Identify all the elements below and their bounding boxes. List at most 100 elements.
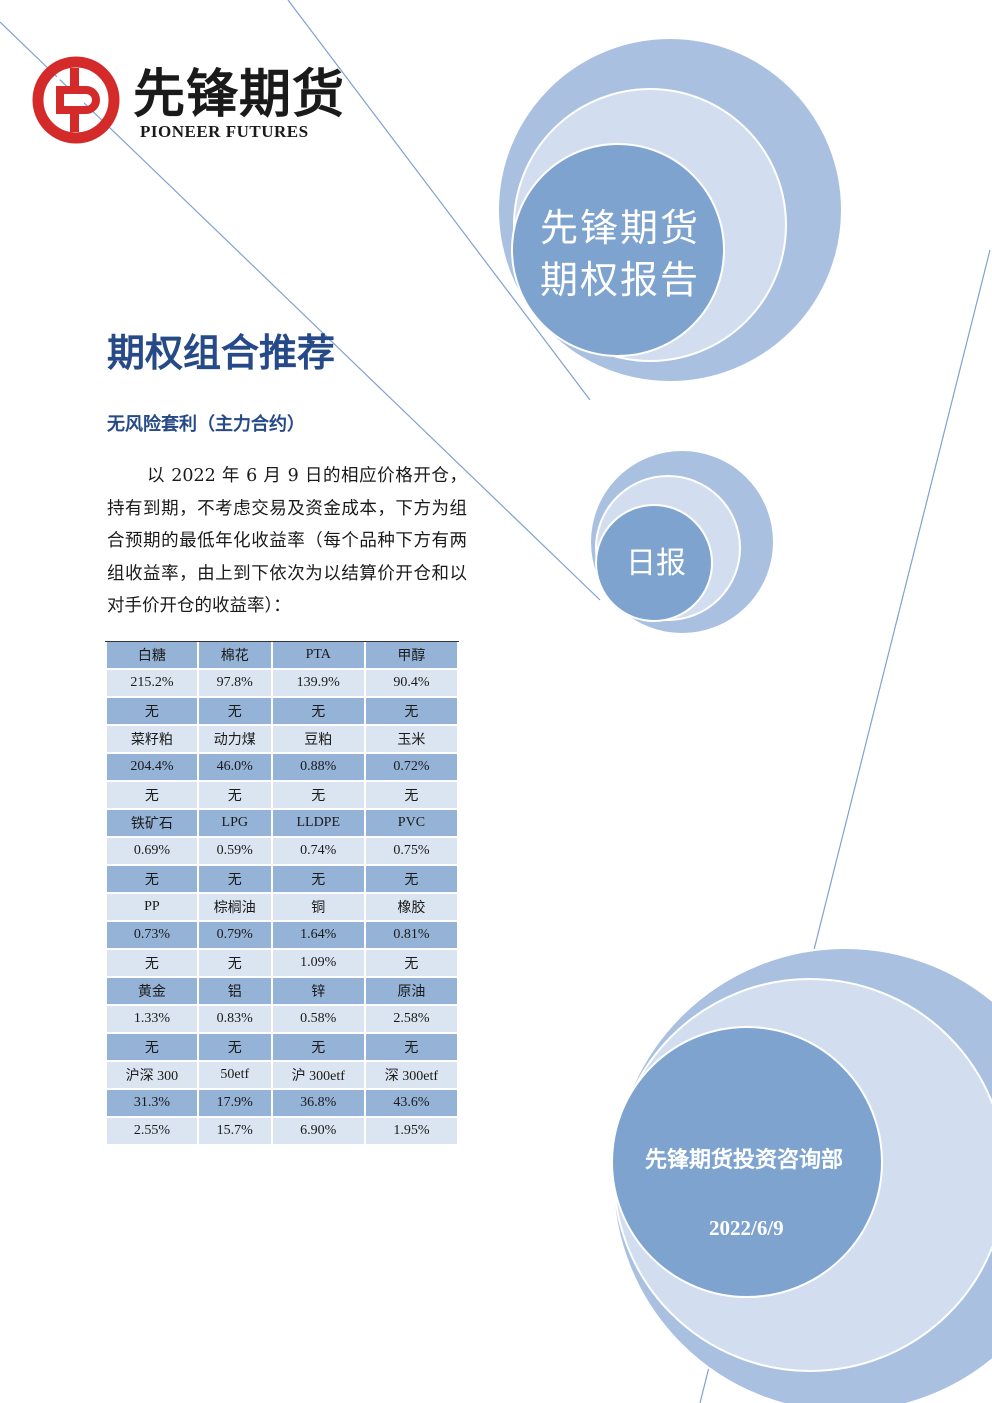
table-cell: 无 xyxy=(365,1034,457,1062)
table-cell: 沪 300etf xyxy=(272,1062,364,1090)
department-name: 先锋期货投资咨询部 xyxy=(645,1147,844,1173)
table-cell: 1.95% xyxy=(365,1118,457,1146)
table-cell: 6.90% xyxy=(272,1118,364,1146)
table-cell: 15.7% xyxy=(198,1118,271,1146)
table-cell: 0.81% xyxy=(365,922,457,950)
counterparty-return-row: 无无无无 xyxy=(107,782,457,810)
brand-name-en: PIONEER FUTURES xyxy=(140,122,309,141)
table-cell: 0.75% xyxy=(365,838,457,866)
table-cell: 无 xyxy=(107,698,197,726)
brand-name-cn: 先锋期货 xyxy=(133,64,346,125)
table-cell: 无 xyxy=(365,950,457,978)
table-cell: 豆粕 xyxy=(272,726,364,754)
settlement-return-row: 1.33%0.83%0.58%2.58% xyxy=(107,1006,457,1034)
table-cell: 无 xyxy=(272,782,364,810)
settlement-return-row: 0.73%0.79%1.64%0.81% xyxy=(107,922,457,950)
table-cell: 菜籽粕 xyxy=(107,726,197,754)
counterparty-return-row: 2.55%15.7%6.90%1.95% xyxy=(107,1118,457,1146)
table-cell: 36.8% xyxy=(272,1090,364,1118)
table-cell: 0.74% xyxy=(272,838,364,866)
report-frequency: 日报 xyxy=(626,546,686,581)
table-cell: 铁矿石 xyxy=(107,810,197,838)
table-cell: 2.55% xyxy=(107,1118,197,1146)
table-cell: 铜 xyxy=(272,894,364,922)
decorative-line xyxy=(287,0,591,401)
table-cell: 黄金 xyxy=(107,978,197,1006)
section-subtitle: 无风险套利（主力合约） xyxy=(107,414,305,435)
intro-paragraph: 以 2022 年 6 月 9 日的相应价格开仓，持有到期，不考虑交易及资金成本，… xyxy=(107,466,467,616)
table-cell: 甲醇 xyxy=(365,642,457,670)
table-cell: 无 xyxy=(198,1034,271,1062)
table-cell: PVC xyxy=(365,810,457,838)
table-cell: 0.88% xyxy=(272,754,364,782)
section-title: 期权组合推荐 xyxy=(107,331,336,375)
table-cell: LLDPE xyxy=(272,810,364,838)
top-circle-inner xyxy=(511,143,725,357)
table-cell: 97.8% xyxy=(198,670,271,698)
table-cell: 17.9% xyxy=(198,1090,271,1118)
counterparty-return-row: 无无无无 xyxy=(107,1034,457,1062)
decorative-line xyxy=(0,21,601,601)
table-cell: 无 xyxy=(107,1034,197,1062)
table-cell: 无 xyxy=(107,866,197,894)
table-cell: 橡胶 xyxy=(365,894,457,922)
table-cell: 215.2% xyxy=(107,670,197,698)
table-cell: 1.09% xyxy=(272,950,364,978)
table-cell: 无 xyxy=(272,698,364,726)
table-cell: 50etf xyxy=(198,1062,271,1090)
table-cell: 46.0% xyxy=(198,754,271,782)
table-cell: 无 xyxy=(198,782,271,810)
table-cell: 无 xyxy=(365,866,457,894)
table-cell: 0.59% xyxy=(198,838,271,866)
commodity-name-row: 菜籽粕动力煤豆粕玉米 xyxy=(107,726,457,754)
counterparty-return-row: 无无无无 xyxy=(107,866,457,894)
table-cell: 2.58% xyxy=(365,1006,457,1034)
table-cell: 0.79% xyxy=(198,922,271,950)
table-cell: PP xyxy=(107,894,197,922)
table-cell: PTA xyxy=(272,642,364,670)
table-cell: 0.83% xyxy=(198,1006,271,1034)
table-cell: 无 xyxy=(272,1034,364,1062)
table-cell: 无 xyxy=(198,950,271,978)
table-cell: 0.73% xyxy=(107,922,197,950)
report-title-line2: 期权报告 xyxy=(540,258,701,302)
table-cell: 棉花 xyxy=(198,642,271,670)
table-cell: 139.9% xyxy=(272,670,364,698)
table-cell: 1.64% xyxy=(272,922,364,950)
table-cell: 无 xyxy=(272,866,364,894)
settlement-return-row: 0.69%0.59%0.74%0.75% xyxy=(107,838,457,866)
settlement-return-row: 31.3%17.9%36.8%43.6% xyxy=(107,1090,457,1118)
report-title-line1: 先锋期货 xyxy=(540,206,701,250)
table-cell: 0.72% xyxy=(365,754,457,782)
table-cell: 铝 xyxy=(198,978,271,1006)
table-cell: 白糖 xyxy=(107,642,197,670)
pioneer-logo-icon xyxy=(32,56,120,144)
table-cell: 无 xyxy=(107,950,197,978)
report-title: 先锋期货 期权报告 xyxy=(540,202,700,306)
table-cell: LPG xyxy=(198,810,271,838)
table-cell: 0.69% xyxy=(107,838,197,866)
table-cell: 原油 xyxy=(365,978,457,1006)
table-cell: 无 xyxy=(198,698,271,726)
table-cell: 0.58% xyxy=(272,1006,364,1034)
table-cell: 无 xyxy=(365,698,457,726)
report-date: 2022/6/9 xyxy=(709,1216,784,1240)
table-cell: 无 xyxy=(107,782,197,810)
table-cell: 锌 xyxy=(272,978,364,1006)
table-cell: 204.4% xyxy=(107,754,197,782)
table-cell: 无 xyxy=(198,866,271,894)
settlement-return-row: 204.4%46.0%0.88%0.72% xyxy=(107,754,457,782)
commodity-name-row: 黄金铝锌原油 xyxy=(107,978,457,1006)
table-cell: 31.3% xyxy=(107,1090,197,1118)
settlement-return-row: 215.2%97.8%139.9%90.4% xyxy=(107,670,457,698)
table-cell: 动力煤 xyxy=(198,726,271,754)
table-cell: 玉米 xyxy=(365,726,457,754)
mid-circle-inner xyxy=(595,504,713,622)
brand-logo: 先锋期货 PIONEER FUTURES xyxy=(30,50,350,150)
table-cell: 43.6% xyxy=(365,1090,457,1118)
